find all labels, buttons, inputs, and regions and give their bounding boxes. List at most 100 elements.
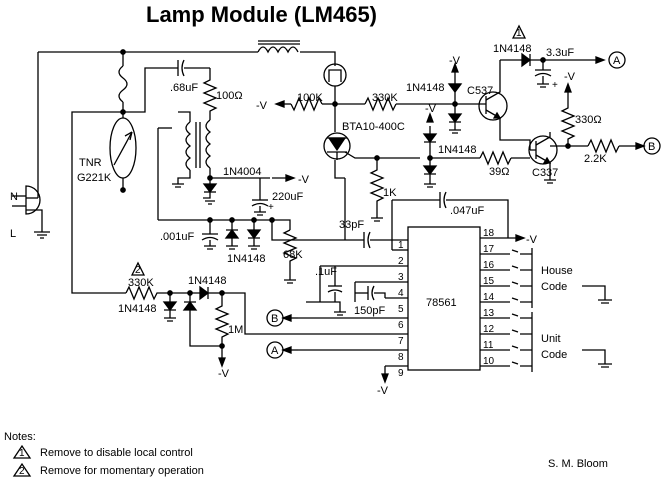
c001-label: .001uF	[160, 231, 195, 243]
transistor-c537: C537	[467, 59, 531, 150]
ic-pin-left-4: 4	[398, 288, 404, 299]
neg-v-label-4: -V	[449, 55, 461, 67]
c220-label: 220uF	[272, 191, 303, 203]
c33p-label: 33pF	[339, 219, 364, 231]
c33-plus: +	[552, 80, 558, 91]
ic-pin-left-1: 1	[398, 240, 404, 251]
ic-pin-right-11: 11	[483, 340, 494, 351]
unit-code-label-1: Unit	[541, 333, 561, 345]
r330k-top-label: 330K	[372, 92, 398, 104]
connector-b-left: B	[266, 309, 298, 327]
capacitor-047uf: .047uF	[391, 191, 509, 250]
connector-a-left: A	[266, 341, 298, 359]
resistor-330ohm: 330Ω	[560, 100, 602, 146]
neg-v-top-right: -V	[564, 71, 576, 100]
unit-code-label-2: Code	[541, 349, 567, 361]
transformer-inductor	[257, 40, 300, 54]
r100-label: 100Ω	[216, 90, 243, 102]
diode-1n4148-left: 1N4148	[118, 293, 178, 322]
plug-n-label: N	[10, 191, 18, 203]
r100k-label: 100K	[297, 92, 323, 104]
c047-label: .047uF	[450, 205, 485, 217]
conn-b-left-label: B	[271, 313, 278, 325]
ic-pin-right-10: 10	[483, 356, 495, 367]
notes-heading: Notes:	[4, 431, 36, 443]
ac-plug: N L	[10, 185, 50, 240]
ic-pin-left-2: 2	[398, 256, 404, 267]
tnr-varistor: TNR G221K	[77, 112, 137, 193]
diode-1n4148-inline: 1N4148	[170, 275, 227, 301]
resistor-1m: 1M -V	[214, 292, 260, 380]
house-code-label-1: House	[541, 265, 573, 277]
c68-label: .68uF	[170, 82, 198, 94]
d4004-label: 1N4004	[223, 166, 262, 178]
diode-1n4148-vert	[182, 293, 222, 347]
capacitor-001uf: .001uF	[160, 220, 219, 250]
r1k-label: 1K	[383, 187, 397, 199]
note-1-text: Remove to disable local control	[40, 447, 193, 459]
ic-pin-right-16: 16	[483, 260, 495, 271]
house-code-switches: House Code	[480, 248, 612, 308]
ic-pin-left-8: 8	[398, 352, 404, 363]
note-1-marker: 1	[19, 448, 25, 459]
d4148-in-label: 1N4148	[188, 275, 227, 287]
resistor-100ohm: 100Ω	[202, 68, 243, 120]
neg-v-label-8: -V	[526, 234, 538, 246]
ic-pin-left-3: 3	[398, 272, 404, 283]
ic-left-leads: -V	[260, 249, 408, 397]
marker-2-low: 2	[135, 265, 141, 276]
ic-78561: 78561	[407, 226, 481, 371]
neg-v-label-6: -V	[377, 385, 389, 397]
note-1-triangle	[12, 444, 32, 459]
resistor-100k: -V 100K	[256, 92, 338, 112]
conn-a-top-label: A	[613, 55, 621, 67]
conn-b-right-label: B	[648, 141, 655, 153]
resistor-1k: 1K	[369, 158, 397, 222]
d4148-mid-label: 1N4148	[438, 144, 477, 156]
diodes-1n4148-pair: 1N4148	[224, 220, 266, 265]
note-2-text: Remove for momentary operation	[40, 465, 204, 477]
d4148-low-label: 1N4148	[227, 253, 266, 265]
r22k-label: 2.2K	[584, 153, 607, 165]
ic-pin-left-9: 9	[398, 368, 404, 379]
ic-pin-right-15: 15	[483, 276, 495, 287]
capacitor-3-3uf: 3.3uF +	[534, 47, 574, 91]
triac-bta10: BTA10-400C	[323, 112, 433, 179]
capacitor-068uf: .68uF	[123, 59, 210, 113]
c537-label: C537	[467, 85, 493, 97]
ic-pin-left-7: 7	[398, 336, 404, 347]
top-rail	[37, 49, 336, 198]
plug-l-label: L	[10, 228, 16, 240]
resistor-68k: 68K	[282, 229, 303, 284]
diode-1n4148-top: 1N4148 1	[493, 24, 606, 68]
conn-a-left-label: A	[271, 345, 279, 357]
transistor-c337: C337	[528, 132, 571, 184]
ic-pin-left-5: 5	[398, 304, 404, 315]
c220-plus: +	[268, 202, 274, 213]
left-bus	[71, 111, 126, 294]
connector-b-right: B	[643, 137, 661, 155]
r330k-low-label: 330K	[128, 277, 154, 289]
house-code-label-2: Code	[541, 281, 567, 293]
c337-label: C337	[532, 167, 558, 179]
neg-v-1n4004: -V	[272, 174, 310, 186]
r68k-label: 68K	[283, 249, 303, 261]
resistor-39ohm: 39Ω	[430, 150, 530, 178]
fuse	[118, 52, 128, 115]
neg-v-label-5: -V	[564, 71, 576, 83]
marker-1-top: 1	[516, 28, 522, 39]
ic-label: 78561	[426, 297, 457, 309]
c01-label: .1uF	[315, 266, 337, 278]
neg-v-label-2: -V	[256, 100, 268, 112]
diode-1n4148-mid: -V 1N4148	[422, 103, 477, 188]
resistor-2-2k: 2.2K	[568, 138, 646, 165]
capacitor-220uf: + 220uF	[251, 178, 303, 216]
ic-pin-right-18: 18	[483, 228, 495, 239]
d4148-q-label: 1N4148	[406, 82, 445, 94]
neg-v-label-3: -V	[425, 103, 437, 115]
resistor-330k-top: 330K	[335, 92, 480, 112]
d4148-left-label: 1N4148	[118, 303, 157, 315]
